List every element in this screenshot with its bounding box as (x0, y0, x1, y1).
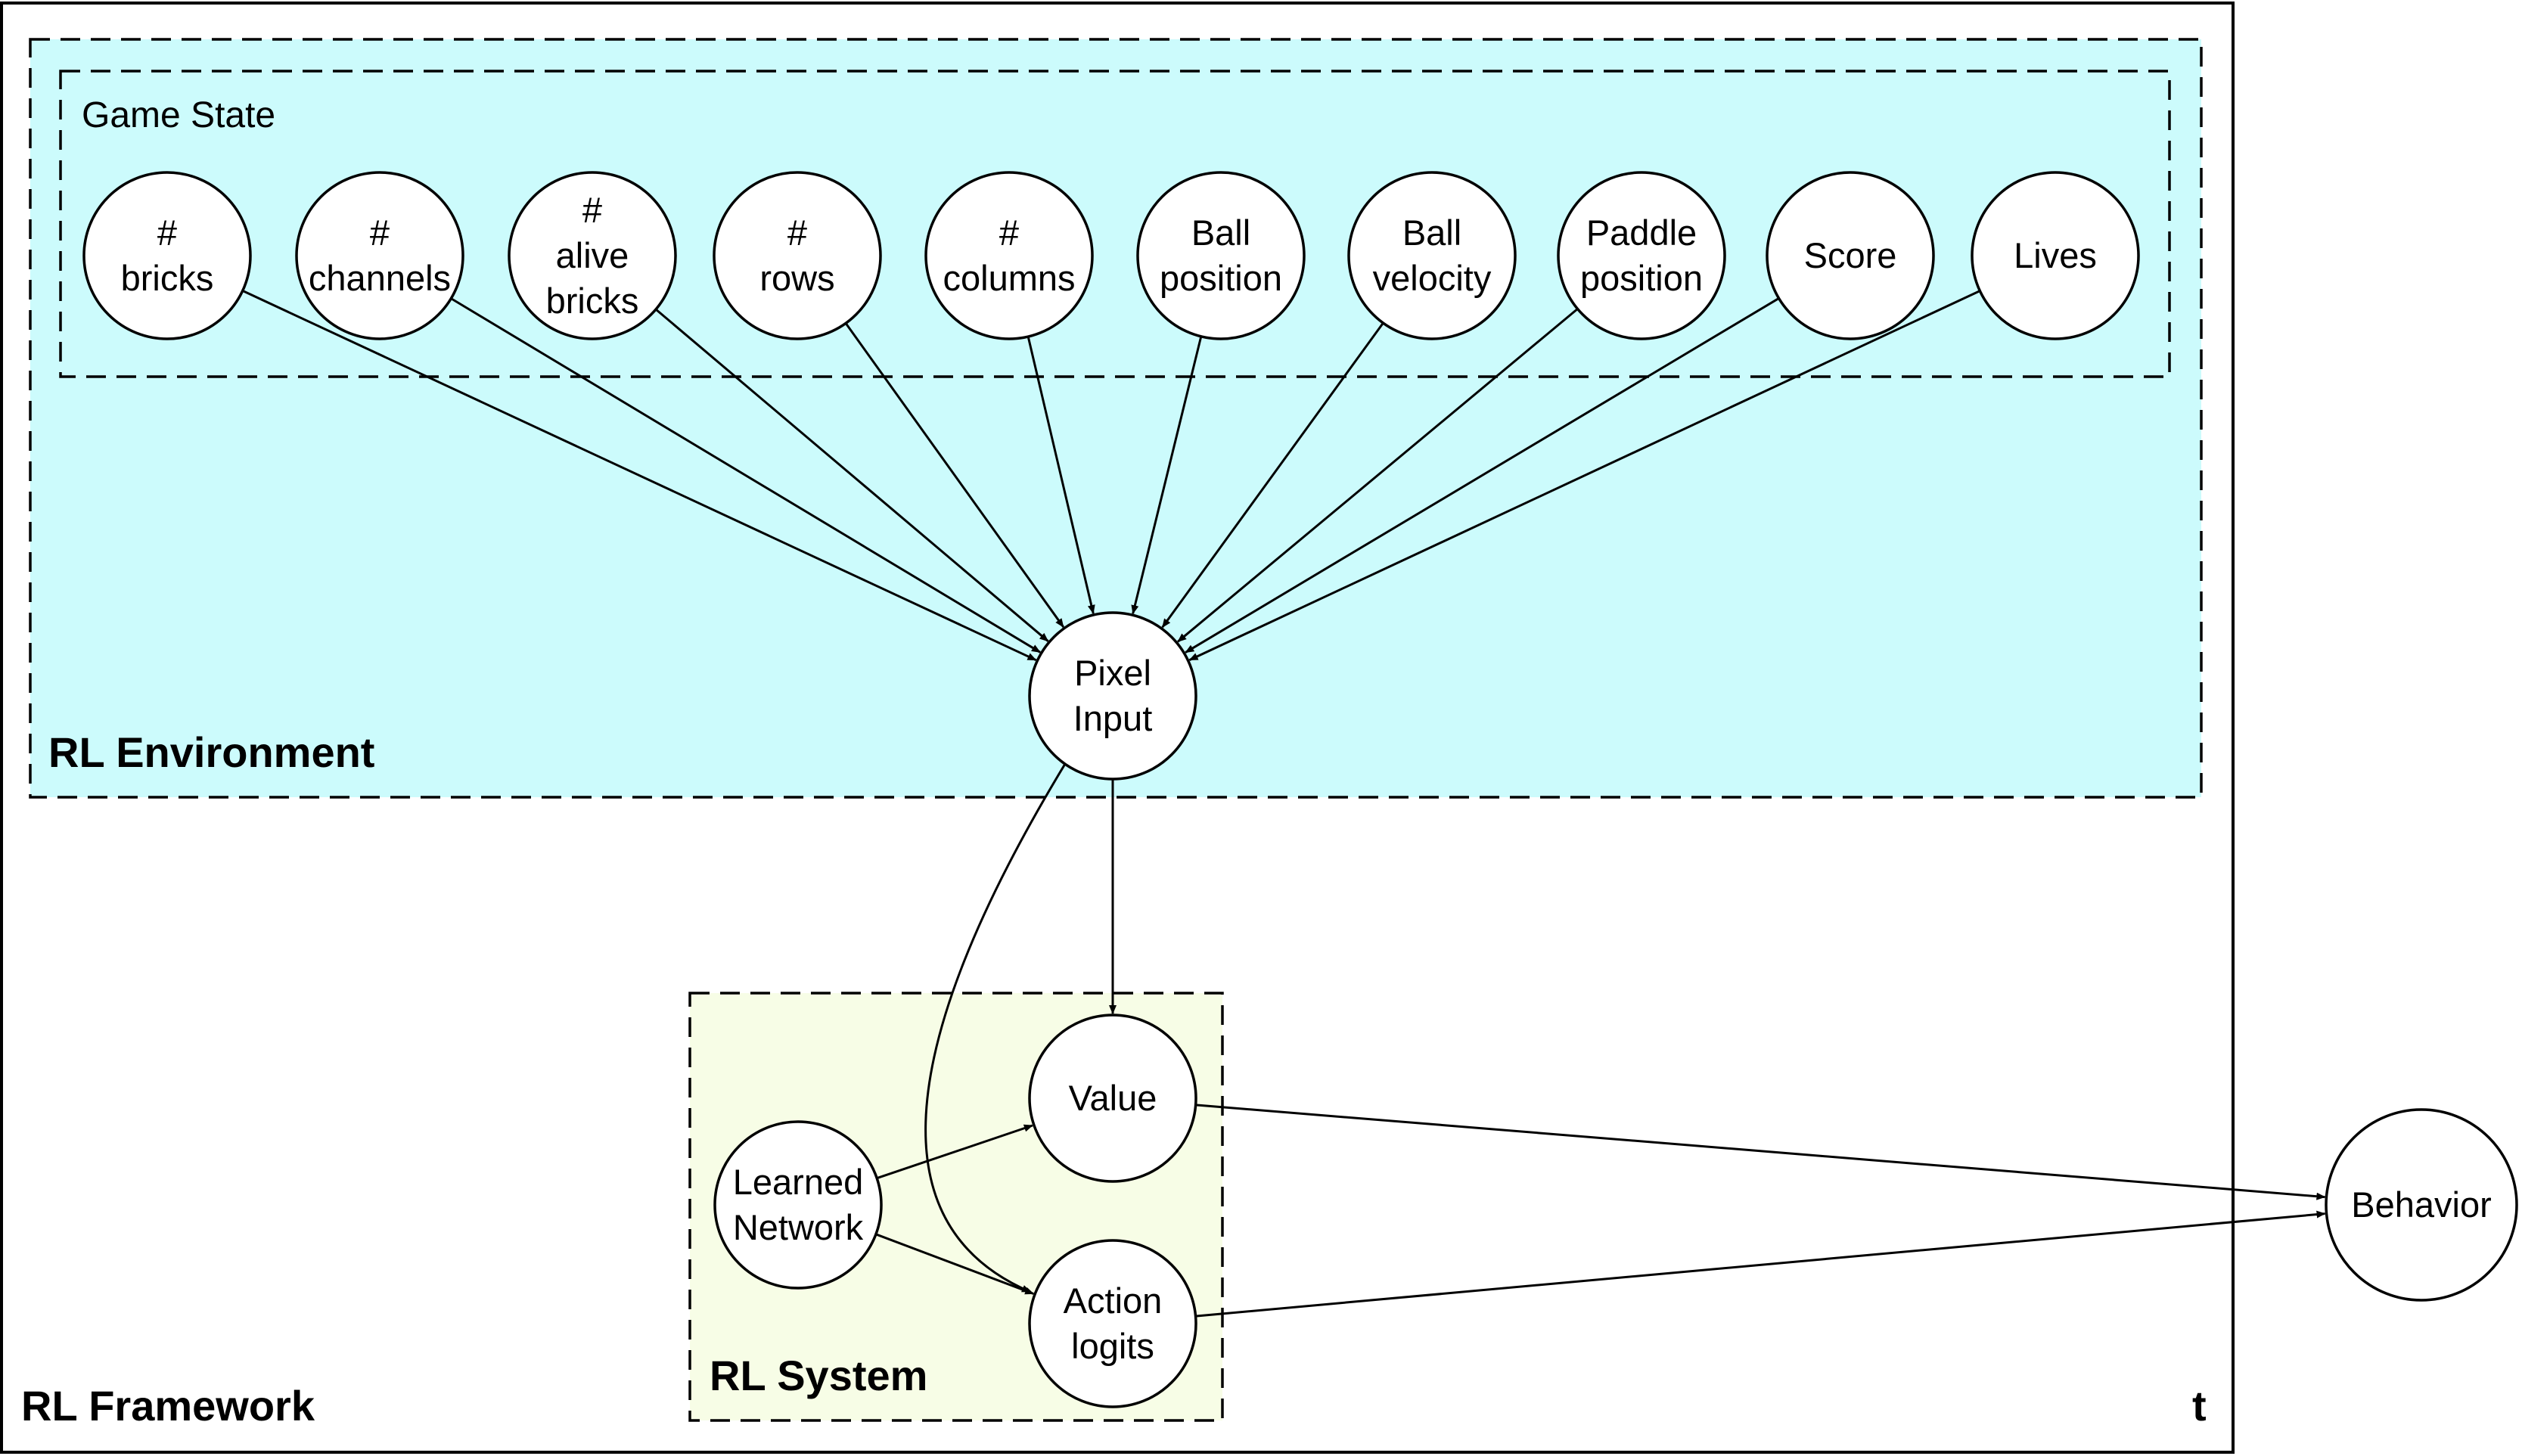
edge-ball-position-to-pixel-input (1131, 336, 1203, 615)
node-circle (295, 171, 464, 340)
node-label-line: position (1580, 258, 1703, 298)
node-action-logits: Action logits (1028, 1239, 1197, 1408)
node-label-line: Network (733, 1207, 864, 1247)
framework-label: RL Framework (21, 1382, 315, 1430)
edge-alive-bricks-to-pixel-input (655, 308, 1049, 642)
node-label-line: # (999, 213, 1019, 253)
node-label-line: Pixel (1074, 653, 1151, 693)
node-label-line: Ball (1402, 213, 1461, 253)
edge-n-bricks-to-pixel-input (242, 290, 1037, 662)
node-circle (1028, 611, 1197, 781)
node-rows: # rows (713, 171, 882, 340)
node-lives: Lives (1971, 171, 2140, 340)
node-channels: # channels (295, 171, 464, 340)
node-value: Value (1028, 1014, 1197, 1183)
node-label-line: velocity (1373, 258, 1492, 298)
node-label-line: # (787, 213, 807, 253)
node-circle (924, 171, 1094, 340)
edge-action-logits-to-behavior (1195, 1210, 2326, 1318)
node-alive-bricks: # alive bricks (508, 171, 677, 340)
node-label-line: Action (1064, 1281, 1163, 1321)
edge-paddle-position-to-pixel-input (1177, 308, 1579, 643)
node-circle (1347, 171, 1517, 340)
edge-channels-to-pixel-input (450, 297, 1041, 653)
node-label-line: Value (1069, 1078, 1157, 1118)
node-label-line: Ball (1191, 213, 1250, 253)
node-circle (1971, 171, 2140, 340)
node-score: Score (1766, 171, 1935, 340)
node-circle (508, 171, 677, 340)
node-circle (1557, 171, 1726, 340)
node-columns: # columns (924, 171, 1094, 340)
node-label-line: channels (309, 258, 451, 298)
node-label-line: bricks (121, 258, 214, 298)
edges-layer (242, 290, 2326, 1318)
node-label-line: # (582, 190, 602, 230)
node-label-line: Paddle (1586, 213, 1697, 253)
node-circle (2325, 1108, 2518, 1302)
node-circle (1136, 171, 1306, 340)
node-label-line: Behavior (2351, 1184, 2492, 1225)
node-behavior: Behavior (2325, 1108, 2518, 1302)
node-circle (713, 171, 882, 340)
node-circle (82, 171, 252, 340)
node-label-line: rows (759, 258, 834, 298)
nodes-layer: # bricks # channels # alive bricks # rows # column… (82, 171, 2518, 1408)
node-label-line: Score (1804, 235, 1897, 275)
edge-learned-network-to-action-logits (875, 1233, 1035, 1295)
node-paddle-position: Paddle position (1557, 171, 1726, 340)
node-label-line: alive (556, 235, 629, 275)
node-label-line: position (1160, 258, 1282, 298)
node-ball-position: Ball position (1136, 171, 1306, 340)
node-circle (1028, 1239, 1197, 1408)
edge-lives-to-pixel-input (1188, 290, 1980, 661)
node-label-line: Input (1073, 698, 1153, 738)
node-circle (1028, 1014, 1197, 1183)
environment-label: RL Environment (48, 728, 374, 776)
node-label-line: # (157, 213, 177, 253)
edge-value-to-behavior (1195, 1104, 2326, 1200)
node-label-line: # (370, 213, 390, 253)
edge-score-to-pixel-input (1185, 297, 1780, 653)
edge-ball-velocity-to-pixel-input (1161, 322, 1384, 629)
node-label-line: logits (1071, 1326, 1154, 1366)
edge-learned-network-to-value (876, 1124, 1033, 1180)
edge-rows-to-pixel-input (844, 322, 1065, 628)
node-circle (713, 1120, 883, 1290)
framework-time-label: t (2192, 1382, 2207, 1430)
node-ball-velocity: Ball velocity (1347, 171, 1517, 340)
system-label: RL System (710, 1352, 927, 1399)
game-state-label: Game State (82, 95, 275, 135)
node-n-bricks: # bricks (82, 171, 252, 340)
edge-pixel-input-to-action-logits (924, 763, 1067, 1293)
node-label-line: Learned (733, 1162, 864, 1202)
node-label-line: Lives (2014, 235, 2097, 275)
node-label-line: bricks (546, 281, 639, 321)
edge-columns-to-pixel-input (1027, 336, 1095, 614)
node-circle (1766, 171, 1935, 340)
node-label-line: columns (943, 258, 1075, 298)
